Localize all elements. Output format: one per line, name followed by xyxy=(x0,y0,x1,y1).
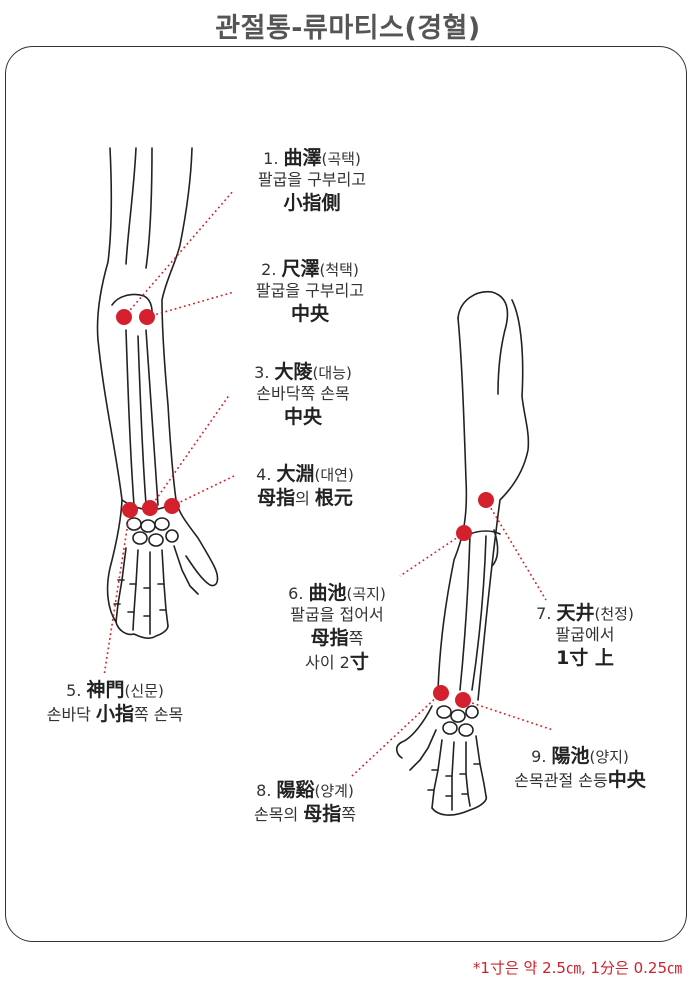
unit-footnote: *1寸은 약 2.5㎝, 1分은 0.25㎝ xyxy=(472,959,682,977)
point-2-dot xyxy=(139,309,155,325)
point-5-label: 5. 神門(신문) 손바닥 小指쪽 손목 xyxy=(46,679,184,726)
right-hand-bones xyxy=(395,705,488,816)
point-8-label: 8. 陽谿(양계) 손목의 母指쪽 xyxy=(254,779,356,826)
point-7-label: 7. 天井(천정) 팔굽에서 1寸 上 xyxy=(536,602,634,669)
point-6-label: 6. 曲池(곡지) 팔굽을 접어서 母指쪽 사이 2寸 xyxy=(288,582,386,674)
point-1-label: 1. 曲澤(곡택) 팔굽을 구부리고 小指側 xyxy=(257,147,367,214)
point-1-dot xyxy=(116,309,132,325)
acupoint-dots xyxy=(116,309,494,708)
point-8-dot xyxy=(433,685,449,701)
point-9-label: 9. 陽池(양지) 손목관절 손등中央 xyxy=(514,745,646,792)
point-3-label: 3. 大陵(대능) 손바닥쪽 손목 中央 xyxy=(254,361,352,428)
point-2-label: 2. 尺澤(척택) 팔굽을 구부리고 中央 xyxy=(255,258,365,325)
left-arm-outline xyxy=(96,147,219,623)
point-9-dot xyxy=(455,692,471,708)
page-title: 관절통-류마티스(경혈) xyxy=(215,13,481,44)
right-arm-outline xyxy=(437,291,530,701)
point-5-dot xyxy=(122,502,138,518)
left-hand-bones xyxy=(113,517,199,639)
diagram-frame xyxy=(5,46,687,942)
point-6-dot xyxy=(456,525,472,541)
leader-lines xyxy=(103,189,554,777)
point-3-dot xyxy=(142,500,158,516)
point-4-label: 4. 大淵(대연) 母指의 根元 xyxy=(256,463,354,510)
point-7-dot xyxy=(478,492,494,508)
point-4-dot xyxy=(164,498,180,514)
